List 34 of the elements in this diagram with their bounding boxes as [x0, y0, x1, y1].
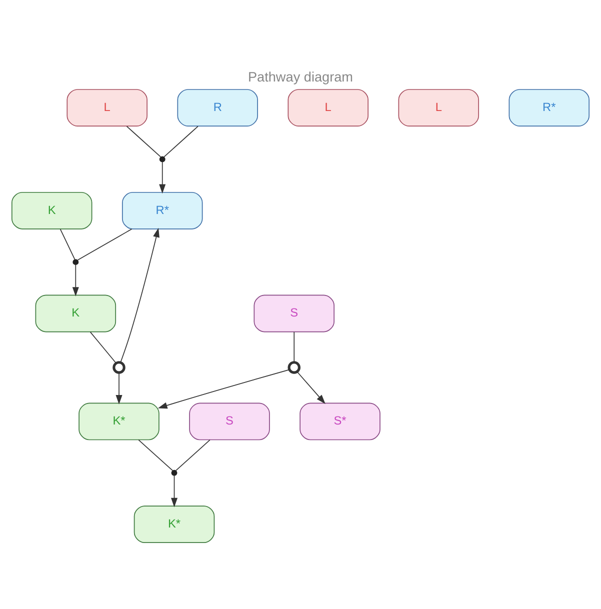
- node-box: R*: [122, 191, 203, 229]
- arrow: [158, 368, 290, 408]
- connector: [164, 125, 198, 157]
- arrow: [120, 227, 160, 362]
- connector: [138, 439, 174, 470]
- diagram-title: Pathway diagram: [248, 69, 354, 84]
- node-box: K: [11, 191, 92, 229]
- node-box: L: [398, 88, 480, 126]
- arrow: [72, 264, 79, 296]
- connector: [294, 331, 295, 362]
- connector: [90, 331, 116, 363]
- node-box: S: [254, 294, 334, 332]
- node-circle: [72, 258, 79, 265]
- arrow: [116, 372, 122, 404]
- node-box: R: [177, 88, 258, 126]
- node-circle: [159, 156, 166, 162]
- arrow: [296, 370, 326, 404]
- arrow: [159, 161, 166, 194]
- node-box: R*: [508, 88, 590, 126]
- node-circle: [288, 360, 300, 374]
- node-box: S*: [300, 402, 380, 440]
- node-box: L: [288, 88, 368, 126]
- arrow: [170, 474, 178, 507]
- node-circle: [112, 360, 126, 374]
- node-box: K*: [78, 402, 160, 440]
- connector: [126, 125, 162, 157]
- node-circle: [171, 469, 178, 476]
- node-box: S: [189, 402, 270, 440]
- node-box: K: [35, 294, 116, 332]
- node-box: L: [66, 88, 148, 126]
- connector: [175, 439, 210, 470]
- connector: [60, 228, 76, 260]
- connector: [77, 228, 132, 260]
- node-box: K*: [134, 505, 215, 543]
